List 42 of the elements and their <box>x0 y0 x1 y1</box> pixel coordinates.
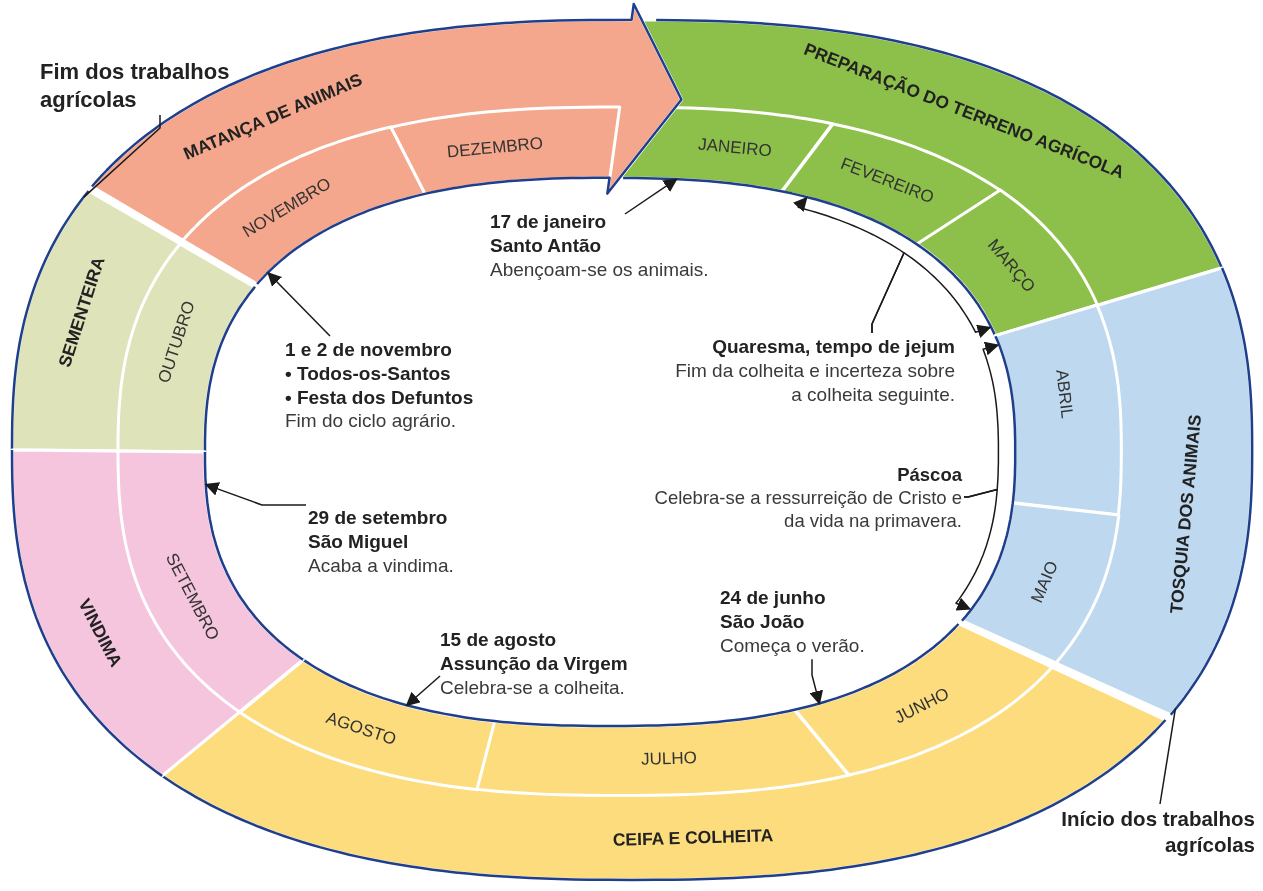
event-description: Acaba a vindima. <box>308 553 454 578</box>
month-segment <box>995 305 1122 515</box>
leader-line <box>83 114 161 198</box>
arrow <box>267 271 331 337</box>
event-heading: Santo Antão <box>490 233 603 258</box>
event-heading: Quaresma, tempo de jejum <box>711 335 955 359</box>
event-heading: Páscoa <box>896 463 962 487</box>
event-description: Celebra-se a ressurreição de Cristo e da vida na primavera. <box>653 486 962 533</box>
arrow <box>204 482 307 506</box>
month-label: JANEIRO <box>697 134 773 162</box>
event-heading: • Todos-os-Santos <box>285 361 452 386</box>
season-label: TOSQUIA DOS ANIMAIS <box>1165 413 1206 615</box>
month-label: MAIO <box>1027 558 1063 607</box>
event-description: Abençoam-se os animais. <box>490 257 709 282</box>
season-label: CEIFA E COLHEITA <box>612 824 774 851</box>
event-heading: 29 de setembro <box>308 506 449 530</box>
event-description: Celebra-se a colheita. <box>440 675 626 700</box>
arrow <box>955 488 998 611</box>
month-segment <box>961 502 1119 663</box>
event-heading: São João <box>720 609 806 634</box>
event-heading: São Miguel <box>308 529 410 554</box>
event-description: Começa o verão. <box>720 633 865 658</box>
event-description: Fim do ciclo agrário. <box>285 409 458 433</box>
event-heading: 15 de agosto <box>440 628 558 652</box>
month-label: DEZEMBRO <box>445 133 544 163</box>
arrow <box>624 178 678 215</box>
event-heading: Assunção da Virgem <box>440 651 628 676</box>
event-description: Fim da colheita e incerteza sobre a colheita seguinte. <box>675 358 955 407</box>
arrow <box>809 658 823 705</box>
event-heading: 17 de janeiro <box>490 210 608 234</box>
month-label: JULHO <box>640 748 697 770</box>
arrow <box>405 675 441 707</box>
note-heading: Início dos trabalhos agrícolas <box>1040 806 1255 858</box>
month-segment <box>391 106 620 195</box>
month-segment <box>477 709 849 796</box>
event-heading: 24 de junho <box>720 586 827 610</box>
event-heading: • Festa dos Defuntos <box>285 385 474 410</box>
month-segment <box>118 244 255 452</box>
month-label: ABRIL <box>1051 368 1078 420</box>
arrow <box>871 252 992 338</box>
leader-line <box>1159 707 1177 805</box>
event-heading: 1 e 2 de novembro <box>285 338 453 362</box>
